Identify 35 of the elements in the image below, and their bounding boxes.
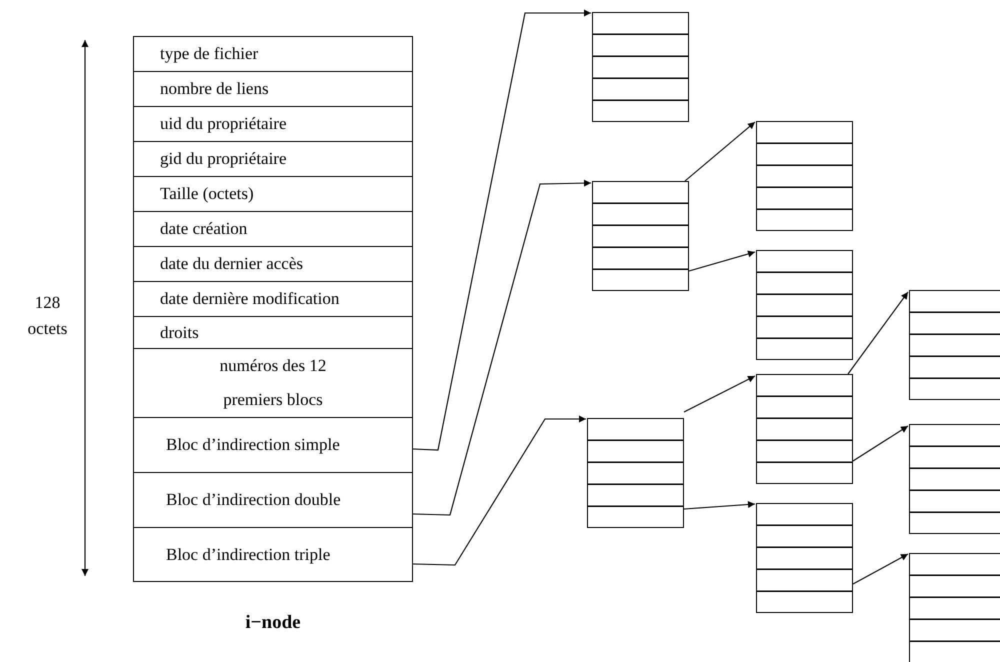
table-caption: i−node (244, 612, 302, 634)
data-block (909, 290, 1000, 400)
table-row: numéros des 12 premiers blocs (133, 348, 413, 418)
arrow (412, 10, 591, 451)
table-row: droits (133, 316, 413, 349)
arrow (684, 501, 756, 510)
data-block (909, 424, 1000, 534)
dimension-label: 128 octets (26, 292, 68, 340)
arrow (412, 416, 586, 566)
table-row: Bloc d’indirection double (133, 472, 413, 528)
arrow (688, 250, 756, 272)
table-row: nombre de liens (133, 71, 413, 107)
arrow (848, 292, 908, 374)
arrow (852, 426, 908, 462)
table-row: type de fichier (133, 36, 413, 72)
table-row: Bloc d’indirection simple (133, 417, 413, 473)
arrow (684, 376, 756, 412)
data-block (587, 418, 684, 528)
data-block (909, 553, 1000, 662)
table-row: uid du propriétaire (133, 106, 413, 142)
data-block (592, 181, 689, 291)
data-block (592, 12, 689, 122)
data-block (756, 250, 853, 360)
data-block (756, 503, 853, 613)
arrow (852, 554, 908, 584)
arrow (412, 180, 592, 516)
data-block (756, 121, 853, 231)
table-row: gid du propriétaire (133, 141, 413, 177)
table-row: date du dernier accès (133, 246, 413, 282)
table-row: date dernière modification (133, 281, 413, 317)
table-row: Taille (octets) (133, 176, 413, 212)
arrow (684, 122, 756, 182)
data-block (756, 374, 853, 484)
table-row: date création (133, 211, 413, 247)
table-row: Bloc d’indirection triple (133, 527, 413, 582)
